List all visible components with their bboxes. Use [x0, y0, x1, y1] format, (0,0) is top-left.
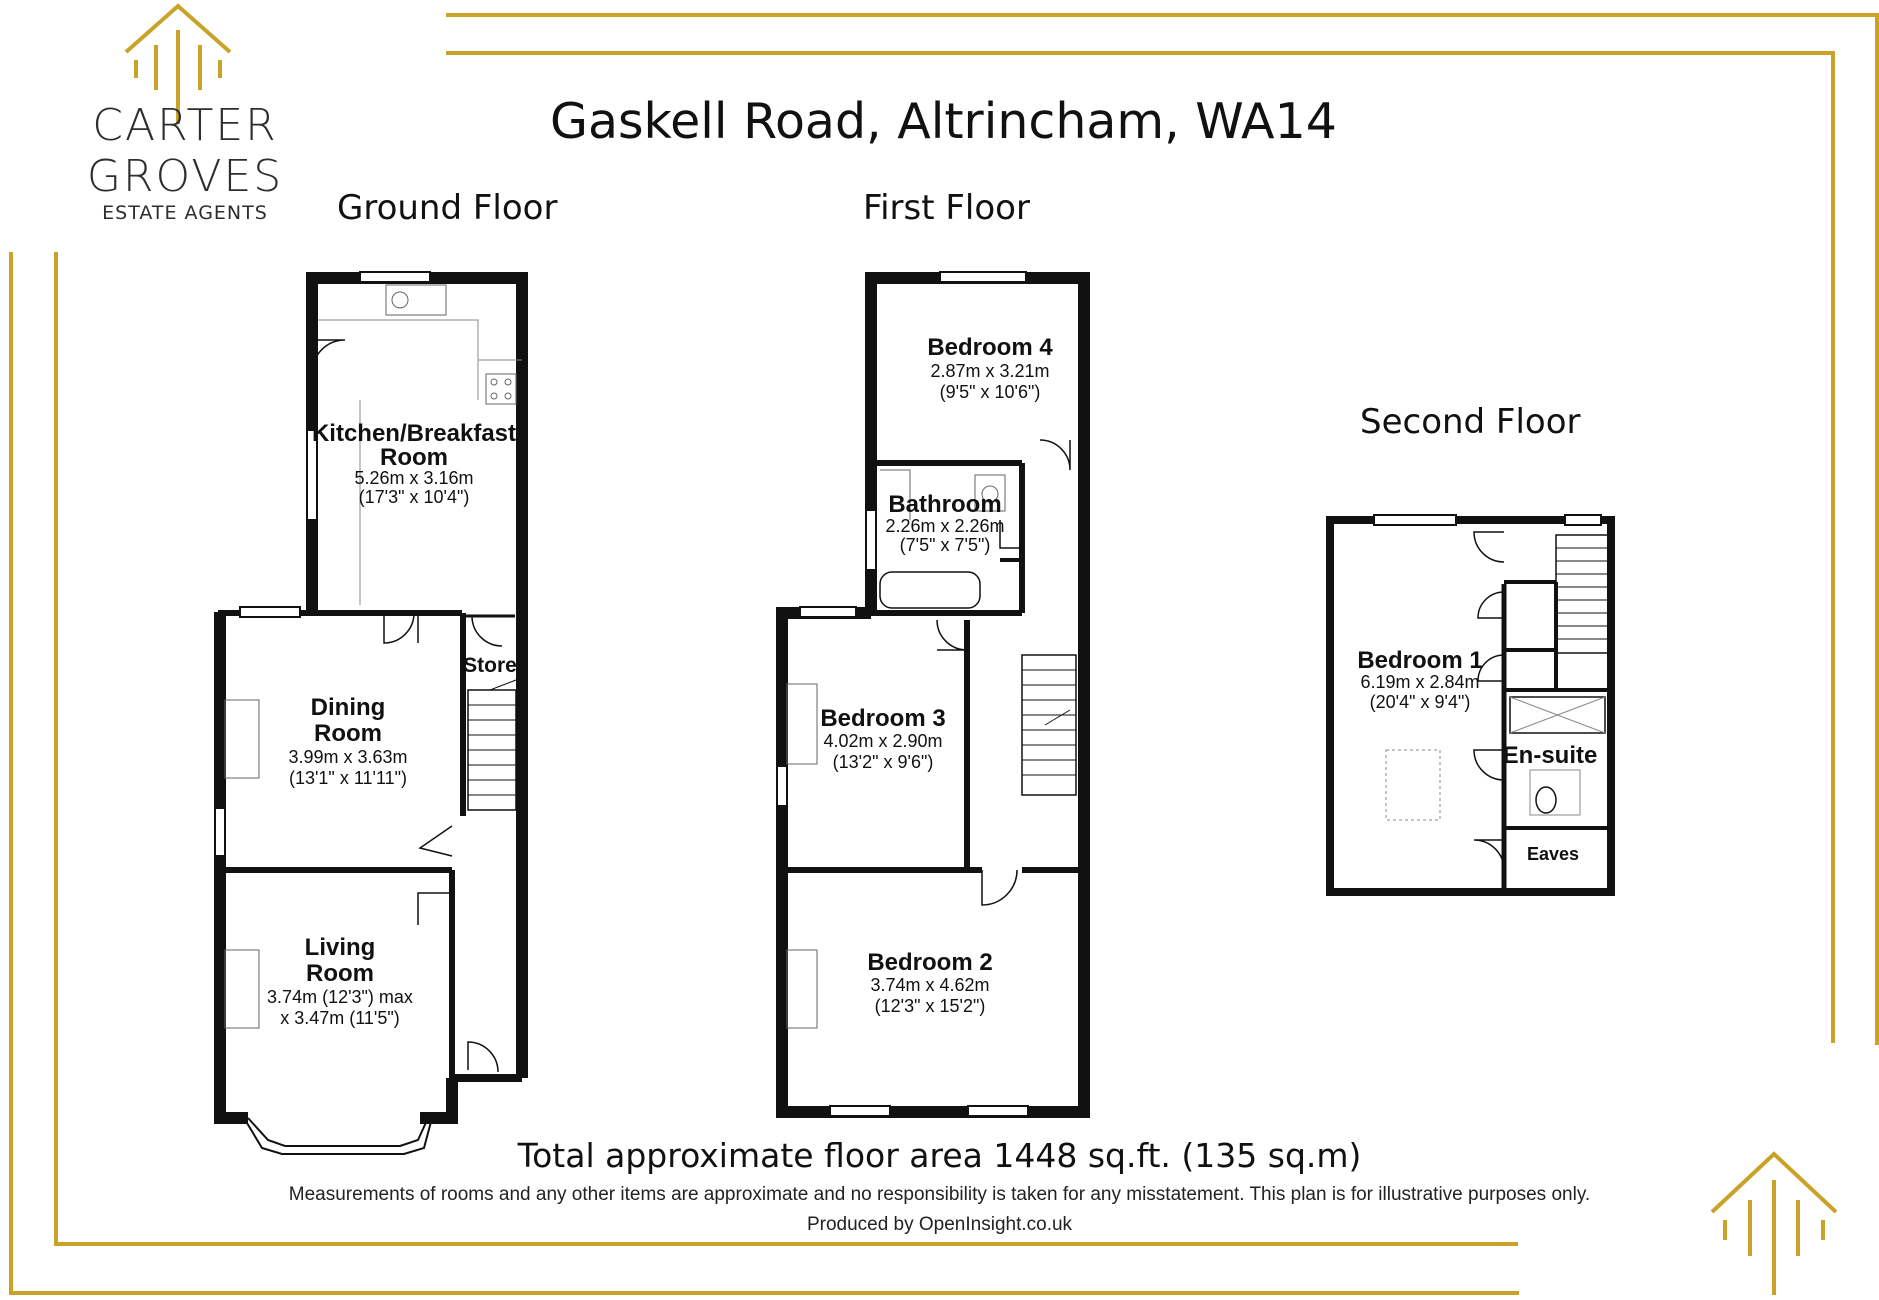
ground-floor-plan: [214, 271, 528, 1155]
disclaimer: Measurements of rooms and any other item…: [0, 1180, 1879, 1240]
ensuite-name: En-suite: [1503, 742, 1598, 769]
kitchen-dim-imperial: (17'3" x 10'4"): [359, 487, 470, 507]
frame-right-inner: [1831, 51, 1835, 1043]
room-labels: Kitchen/Breakfast Room 5.26m x 3.16m (17…: [267, 334, 1597, 1028]
logo-mark: [124, 3, 232, 124]
frame-bottom-outer: [9, 1291, 1519, 1295]
disclaimer-text: Measurements of rooms and any other item…: [288, 1184, 1591, 1205]
bathroom-dim: 2.26m x 2.26m: [885, 516, 1004, 536]
bedroom3-dim-imperial: (13'2" x 9'6"): [833, 752, 934, 772]
bedroom2-dim-imperial: (12'3" x 15'2"): [875, 996, 986, 1016]
living-name-2: Room: [306, 960, 374, 987]
frame-bottom-inner: [54, 1242, 1518, 1246]
bedroom4-dim-imperial: (9'5" x 10'6"): [940, 382, 1041, 402]
frame-left-inner: [54, 252, 58, 1246]
eaves-name: Eaves: [1527, 844, 1579, 864]
dining-name-2: Room: [314, 720, 382, 747]
bedroom1-name: Bedroom 1: [1357, 647, 1482, 674]
logo: CARTER GROVES ESTATE AGENTS: [0, 100, 370, 224]
frame-top-outer: [446, 13, 1879, 17]
dining-dim: 3.99m x 3.63m: [288, 747, 407, 767]
bedroom2-dim: 3.74m x 4.62m: [870, 975, 989, 995]
kitchen-name: Kitchen/Breakfast: [312, 420, 516, 447]
bedroom4-name: Bedroom 4: [927, 334, 1053, 361]
page-title: Gaskell Road, Altrincham, WA14: [550, 93, 1337, 150]
bedroom3-dim: 4.02m x 2.90m: [823, 731, 942, 751]
frame-right-outer: [1875, 13, 1879, 1045]
store-name: Store: [463, 654, 517, 677]
total-floor-area: Total approximate floor area 1448 sq.ft.…: [517, 1136, 1362, 1175]
living-dim: 3.74m (12'3") max: [267, 987, 413, 1007]
second-floor-plan: [1326, 514, 1615, 896]
kitchen-dim: 5.26m x 3.16m: [354, 468, 473, 488]
bedroom2-name: Bedroom 2: [867, 949, 992, 976]
bedroom4-dim: 2.87m x 3.21m: [930, 361, 1049, 381]
living-dim-2: x 3.47m (11'5"): [280, 1008, 400, 1028]
logo-mark-small: [1710, 1151, 1838, 1295]
produced-by: Produced by OpenInsight.co.uk: [806, 1214, 1073, 1235]
logo-name: CARTER GROVES: [86, 100, 284, 202]
second-floor-label: Second Floor: [1360, 402, 1581, 442]
dining-name: Dining: [311, 694, 386, 721]
frame-left-outer: [9, 252, 13, 1295]
bedroom3-name: Bedroom 3: [820, 705, 945, 732]
bedroom1-dim-imperial: (20'4" x 9'4"): [1370, 692, 1471, 712]
bathroom-name: Bathroom: [888, 491, 1001, 518]
first-floor-plan: [776, 271, 1090, 1118]
kitchen-name-2: Room: [380, 444, 448, 471]
bedroom1-dim: 6.19m x 2.84m: [1360, 672, 1479, 692]
frame-top-inner: [446, 51, 1835, 55]
dining-dim-imperial: (13'1" x 11'11"): [289, 768, 407, 788]
bathroom-dim-imperial: (7'5" x 7'5"): [900, 535, 991, 555]
first-floor-label: First Floor: [863, 188, 1030, 228]
ground-floor-label: Ground Floor: [337, 188, 558, 228]
logo-subtitle: ESTATE AGENTS: [102, 202, 268, 224]
living-name: Living: [305, 934, 376, 961]
